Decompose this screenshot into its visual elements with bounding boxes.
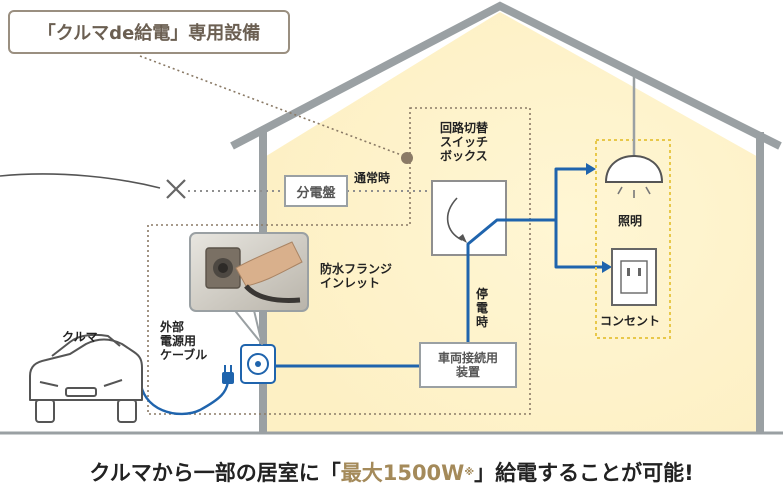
utility-wire bbox=[0, 173, 161, 189]
lamp-icon bbox=[604, 154, 664, 183]
switch-box-label: 回路切替 スイッチ ボックス bbox=[440, 121, 489, 163]
external-power-cable bbox=[138, 375, 230, 416]
inlet-label: 防水フランジ インレット bbox=[320, 262, 393, 290]
normal-time-label: 通常時 bbox=[354, 171, 391, 185]
vehicle-connection-device-box bbox=[419, 342, 517, 388]
caption-note-mark: ※ bbox=[464, 466, 475, 478]
caption-highlight: 最大1500W bbox=[340, 461, 465, 485]
lighting-label: 照明 bbox=[618, 214, 643, 228]
caption: クルマから一部の居室に「最大1500W※」給電することが可能! bbox=[0, 452, 783, 492]
caption-after: 」給電することが可能! bbox=[474, 461, 694, 485]
car-label: クルマ bbox=[62, 330, 98, 344]
arrow-to-outlet-icon bbox=[602, 261, 612, 273]
connection-device-label: 車両接続用 装置 bbox=[437, 351, 498, 379]
dedicated-equipment-tag: 「クルマde給電」専用設備 bbox=[8, 10, 290, 54]
arrow-to-light-icon bbox=[586, 163, 596, 175]
inlet-photo-callout bbox=[189, 232, 309, 345]
distribution-board-box bbox=[284, 175, 348, 207]
outlet-icon bbox=[611, 248, 657, 306]
equipment-marker-icon bbox=[401, 152, 413, 164]
car-icon bbox=[29, 333, 143, 423]
lamp-light-rays-icon bbox=[617, 186, 651, 198]
outage-label: 停 電 時 bbox=[476, 287, 489, 329]
outlet-label: コンセント bbox=[600, 314, 661, 328]
caption-before: クルマから一部の居室に「 bbox=[89, 461, 341, 485]
switch-arrow-icon bbox=[446, 197, 463, 241]
cross-icon bbox=[166, 179, 186, 199]
outage-power-wiring bbox=[271, 167, 604, 368]
plug-icon bbox=[222, 365, 234, 384]
tag-leader-line bbox=[139, 55, 405, 157]
dedicated-equipment-boundary bbox=[147, 107, 531, 415]
cable-label: 外部 電源用 ケーブル bbox=[160, 320, 208, 362]
inlet-socket-icon bbox=[247, 353, 269, 375]
distribution-board-label: 分電盤 bbox=[296, 185, 336, 201]
house-interior bbox=[263, 12, 760, 432]
